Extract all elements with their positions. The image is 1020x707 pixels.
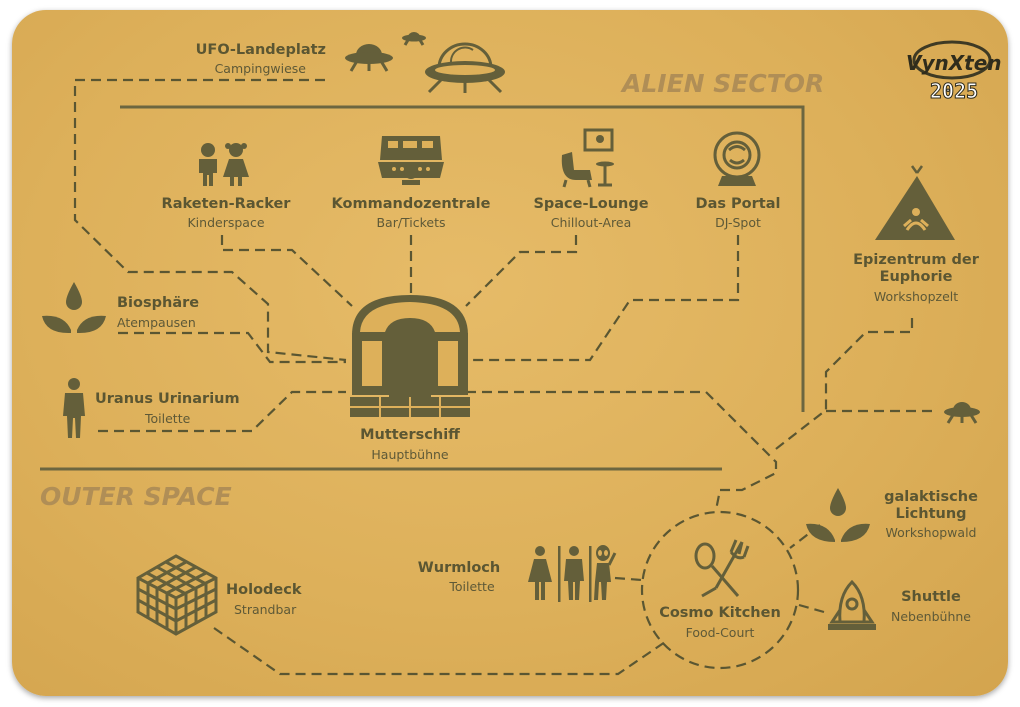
location-name-epizentrum-1: Epizentrum der: [853, 252, 980, 268]
location-name-raketen-racker: Raketen-Racker: [162, 196, 292, 212]
leaf-drop-icon: [806, 488, 870, 542]
location-sub-shuttle: Nebenbühne: [891, 609, 971, 624]
location-name-ufo-landeplatz: UFO-Landeplatz: [196, 42, 326, 58]
location-sub-wurmloch: Toilette: [448, 579, 495, 594]
cutlery-icon: [694, 539, 750, 598]
leaf-drop-icon: [42, 282, 106, 334]
location-sub-galaktische: Workshopwald: [886, 525, 977, 540]
vynxten-logo: VynXten 2025: [906, 40, 1002, 104]
control-panel-icon: [378, 136, 444, 185]
location-name-mutterschiff: Mutterschiff: [360, 427, 460, 443]
logo-name: VynXten: [906, 51, 1002, 75]
location-sub-epizentrum: Workshopzelt: [874, 289, 958, 304]
festival-map: ALIEN SECTOR OUTER SPACE: [12, 10, 1008, 696]
location-name-galaktische-2: Lichtung: [895, 506, 966, 522]
location-sub-mutterschiff: Hauptbühne: [371, 447, 449, 462]
lounge-chair-icon: [561, 128, 614, 188]
location-name-das-portal: Das Portal: [696, 196, 781, 212]
location-sub-ufo-landeplatz: Campingwiese: [215, 61, 307, 76]
location-name-wurmloch: Wurmloch: [418, 560, 500, 576]
location-name-shuttle: Shuttle: [901, 589, 961, 605]
ufo-icon: [345, 32, 505, 94]
stage-icon: [350, 295, 470, 417]
portal-icon: [713, 131, 761, 186]
location-name-epizentrum-2: Euphorie: [880, 269, 953, 285]
location-sub-cosmo-kitchen: Food-Court: [686, 625, 755, 640]
outer-space-label: OUTER SPACE: [40, 482, 232, 511]
location-sub-biosphaere: Atempausen: [117, 315, 196, 330]
man-icon: [63, 378, 85, 438]
logo-year: 2025: [930, 79, 978, 103]
location-name-uranus: Uranus Urinarium: [95, 391, 240, 407]
location-sub-raketen-racker: Kinderspace: [187, 215, 264, 230]
location-name-biosphaere: Biosphäre: [117, 295, 199, 311]
cube-grid-icon: [136, 554, 218, 636]
location-sub-holodeck: Strandbar: [234, 602, 297, 617]
toilet-people-icon: [528, 545, 617, 602]
location-sub-kommandozentrale: Bar/Tickets: [376, 215, 445, 230]
location-name-holodeck: Holodeck: [226, 582, 302, 598]
alien-sector-label: ALIEN SECTOR: [620, 69, 824, 98]
map-canvas: ALIEN SECTOR OUTER SPACE: [40, 32, 1002, 676]
location-sub-das-portal: DJ-Spot: [715, 215, 761, 230]
rocket-icon: [828, 579, 876, 630]
location-sub-uranus: Toilette: [144, 411, 191, 426]
paths: [73, 78, 932, 676]
location-name-galaktische-1: galaktische: [884, 489, 978, 505]
location-name-kommandozentrale: Kommandozentrale: [332, 196, 491, 212]
sector-boundaries: [40, 105, 805, 471]
ufo-icon: [944, 402, 980, 424]
location-name-cosmo-kitchen: Cosmo Kitchen: [659, 605, 781, 621]
location-name-space-lounge: Space-Lounge: [533, 196, 648, 212]
children-icon: [199, 143, 249, 186]
location-sub-space-lounge: Chillout-Area: [551, 215, 632, 230]
tent-icon: [875, 165, 955, 240]
